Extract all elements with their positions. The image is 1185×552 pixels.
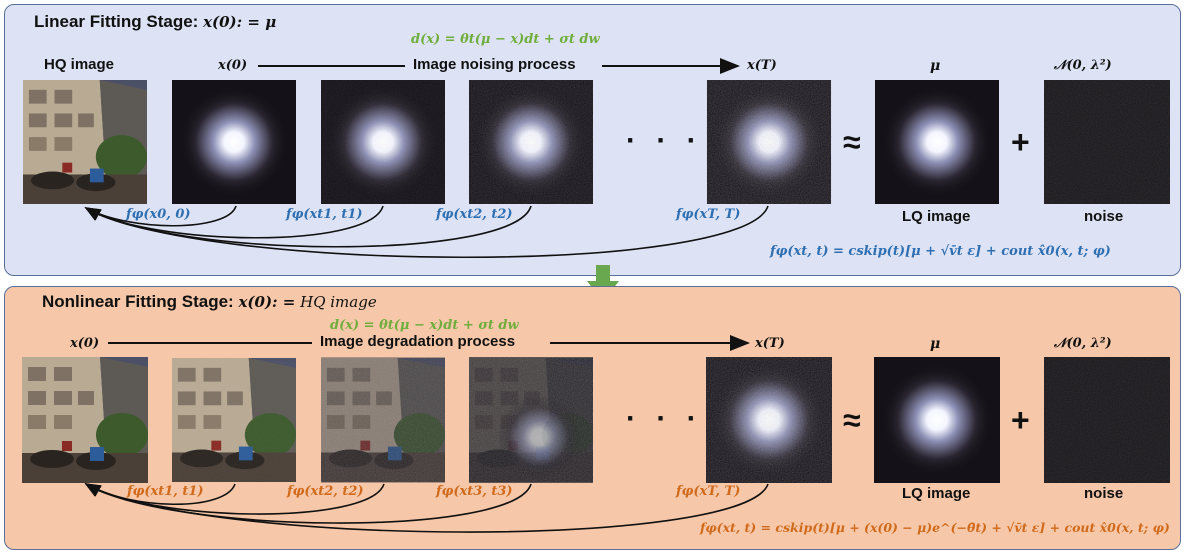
bottom-noise-label: noise (1084, 485, 1124, 502)
bottom-mu-label: μ (930, 336, 941, 352)
bottom-x0-label: x(0) (70, 336, 100, 351)
bottom-noise-dist-label: 𝒩(0, λ²) (1054, 336, 1112, 351)
bottom-return-curve-4 (84, 483, 769, 533)
linear-stage-title-text: Linear Fitting Stage: (34, 12, 199, 31)
bottom-f-label-3: fφ(xt3, t3) (436, 484, 513, 499)
nonlinear-stage-title-text: Nonlinear Fitting Stage: (42, 292, 234, 311)
top-plus-symbol: + (1011, 124, 1030, 160)
stage-transition-arrow (587, 265, 619, 302)
top-formula: fφ(xt, t) = cskip(t)[μ + √v̄t ε] + cout … (770, 244, 1111, 259)
bottom-lq-image-label: LQ image (902, 485, 971, 502)
bottom-plus-symbol: + (1011, 402, 1030, 438)
top-noise-dist-label: 𝒩(0, λ²) (1054, 58, 1112, 73)
bottom-xT-label: x(T) (755, 336, 785, 351)
top-return-curve-4 (84, 205, 769, 259)
top-f-label-4: fφ(xT, T) (676, 207, 741, 222)
top-x0-label: x(0) (218, 58, 248, 73)
top-image-xt2 (469, 80, 593, 204)
top-ellipsis: · · · (626, 124, 703, 157)
bottom-noise-image (1044, 357, 1170, 483)
bottom-sde-equation: d(x) = θt(μ − x)dt + σt dw (330, 318, 519, 333)
bottom-image-xt3 (469, 357, 593, 483)
top-hq-image-label: HQ image (44, 56, 115, 73)
top-approx-symbol: ≈ (843, 124, 861, 160)
linear-stage-title: Linear Fitting Stage: x(0): = μ (34, 12, 276, 32)
bottom-sde-text: d(x) = θt(μ − x)dt + σt dw (330, 318, 519, 333)
linear-stage-title-math: x(0): = μ (203, 13, 277, 31)
top-noise-image (1044, 80, 1170, 204)
bottom-process-label: Image degradation process (320, 333, 516, 350)
nonlinear-stage-title: Nonlinear Fitting Stage: x(0): = HQ imag… (42, 292, 377, 312)
top-process-label: Image noising process (413, 56, 576, 73)
top-lq-image-label: LQ image (902, 208, 971, 225)
bottom-image-xT (706, 357, 832, 483)
bottom-image-xt2 (321, 357, 445, 483)
top-f-label-3: fφ(xt2, t2) (436, 207, 513, 222)
bottom-formula: fφ(xt, t) = cskip(t)[μ + (x(0) − μ)e^(−θ… (700, 520, 1170, 535)
top-xT-label: x(T) (747, 58, 777, 73)
top-image-xT (706, 80, 832, 204)
top-image-xt1 (321, 80, 445, 204)
bottom-f-label-2: fφ(xt2, t2) (287, 484, 364, 499)
bottom-f-label-4: fφ(xT, T) (676, 484, 741, 499)
top-sde-equation: d(x) = θt(μ − x)dt + σt dw (411, 32, 600, 47)
top-noise-label: noise (1084, 208, 1124, 225)
top-return-curve-3 (84, 205, 532, 248)
nonlinear-stage-title-math: x(0): = (238, 293, 296, 311)
bottom-ellipsis: · · · (626, 402, 703, 435)
top-mu-label: μ (930, 58, 941, 74)
bottom-f-label-1: fφ(xt1, t1) (127, 484, 204, 499)
top-return-curve-1 (84, 205, 237, 227)
bottom-approx-symbol: ≈ (843, 402, 861, 438)
nonlinear-stage-title-value: HQ image (300, 293, 377, 311)
top-f-label-2: fφ(xt1, t1) (286, 207, 363, 222)
bottom-image-xt1 (172, 357, 296, 483)
top-sde-text: d(x) = θt(μ − x)dt + σt dw (411, 32, 600, 47)
top-f-label-1: fφ(x0, 0) (126, 207, 191, 222)
